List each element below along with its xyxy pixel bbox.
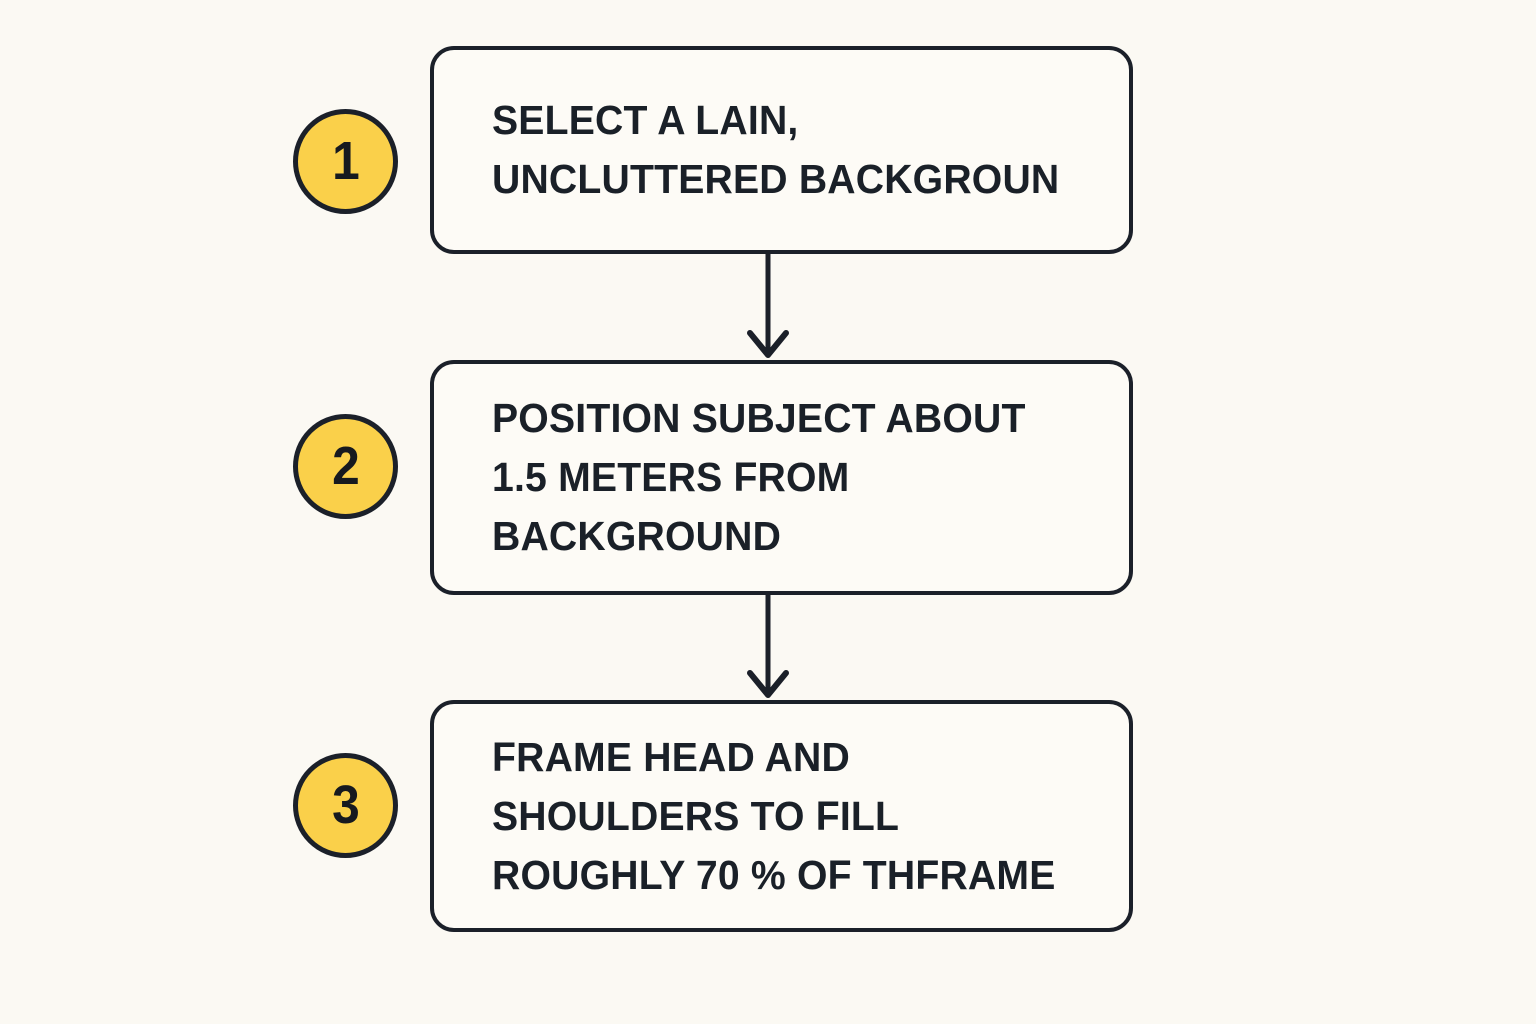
down-arrow-icon: [747, 670, 789, 698]
step-box-3[interactable]: FRAME HEAD AND SHOULDERS TO FILL ROUGHLY…: [430, 700, 1133, 932]
step-text-2: POSITION SUBJECT ABOUT 1.5 METERS FROM B…: [434, 389, 1129, 566]
step-text-line: ROUGHLY 70 % OF THFRAME: [492, 851, 1056, 898]
step-text-3: FRAME HEAD AND SHOULDERS TO FILL ROUGHLY…: [434, 728, 1129, 905]
connector-arrow-2-to-3: [742, 595, 794, 700]
step-box-1[interactable]: SELECT A LAIN, UNCLUTTERED BACKGROUN: [430, 46, 1133, 254]
step-number-badge-2[interactable]: 2: [293, 414, 398, 519]
step-text-line: BACKGROUND: [492, 513, 782, 559]
step-number-badge-1[interactable]: 1: [293, 109, 398, 214]
step-number-label-3: 3: [331, 774, 360, 835]
step-number-label-2: 2: [331, 435, 360, 496]
step-text-line: UNCLUTTERED BACKGROUN: [492, 156, 1060, 202]
step-text-line: 1.5 METERS FROM: [492, 454, 850, 500]
step-text-line: SHOULDERS TO FILL: [492, 792, 900, 839]
step-text-1: SELECT A LAIN, UNCLUTTERED BACKGROUN: [434, 91, 1129, 209]
step-number-badge-3[interactable]: 3: [293, 753, 398, 858]
step-box-2[interactable]: POSITION SUBJECT ABOUT 1.5 METERS FROM B…: [430, 360, 1133, 595]
step-number-label-1: 1: [331, 130, 360, 191]
down-arrow-icon: [747, 330, 789, 358]
step-text-line: POSITION SUBJECT ABOUT: [492, 395, 1026, 441]
connector-arrow-1-to-2: [742, 254, 794, 360]
step-text-line: FRAME HEAD AND: [492, 733, 850, 780]
step-text-line: SELECT A LAIN,: [492, 97, 799, 143]
